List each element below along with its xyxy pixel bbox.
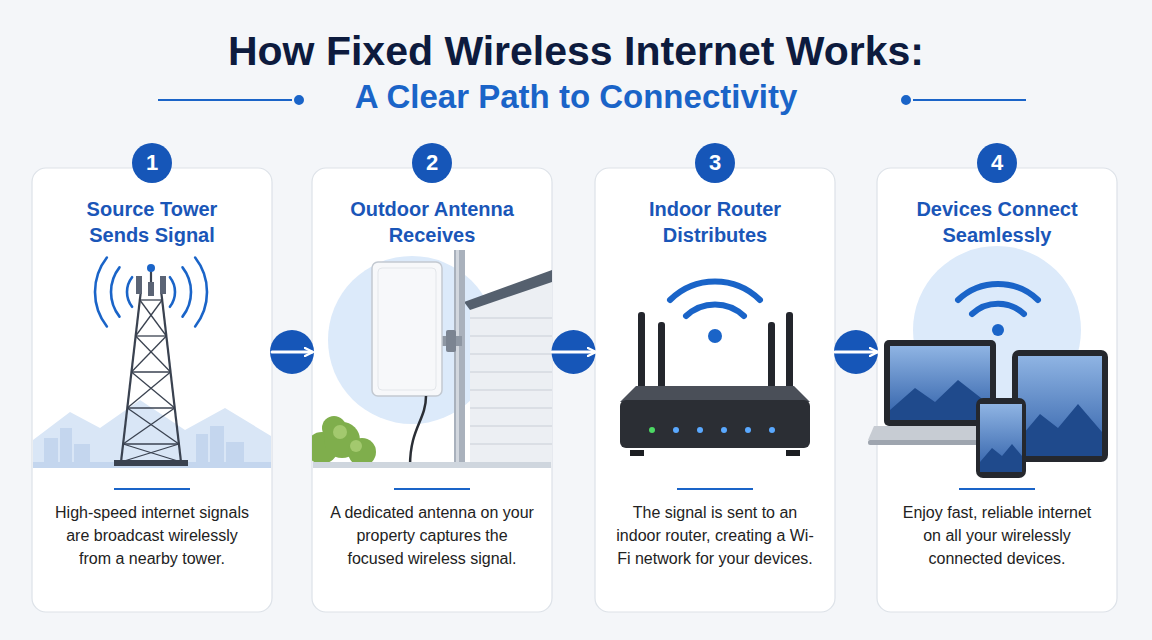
step-heading: Devices Connect Seamlessly [902, 196, 1092, 248]
step-heading: Indoor Router Distributes [620, 196, 810, 248]
callout-number: 4 [977, 143, 1017, 183]
flow-arrow [835, 351, 877, 354]
devices-illustration [868, 246, 1108, 478]
callout-number: 2 [412, 143, 452, 183]
step-card: 1Source Tower Sends SignalHigh-speed int… [32, 168, 272, 612]
arrow-badge [834, 330, 878, 374]
arrow-badge [552, 330, 596, 374]
step-card: 4Devices Connect SeamlesslyEnjoy fast, r… [877, 168, 1117, 612]
step-number: 2 [412, 143, 452, 183]
flow-arrow [272, 351, 312, 354]
router-illustration [620, 282, 810, 456]
divider-rule [114, 488, 1035, 490]
callout-number: 1 [132, 143, 172, 183]
card-ground [32, 168, 1117, 612]
arrow-badge [270, 330, 314, 374]
tower-illustration [33, 258, 271, 468]
step-description: The signal is sent to an indoor router, … [613, 501, 817, 571]
step-heading: Outdoor Antenna Receives [337, 196, 527, 248]
step-card: 3Indoor Router DistributesThe signal is … [595, 168, 835, 612]
step-card: 2Outdoor Antenna ReceivesA dedicated ant… [312, 168, 552, 612]
step-number: 4 [977, 143, 1017, 183]
step-number: 3 [695, 143, 735, 183]
step-description: A dedicated antenna on your property cap… [330, 501, 534, 571]
step-number: 1 [132, 143, 172, 183]
antenna-illustration [312, 250, 552, 468]
flow-arrow [552, 351, 595, 354]
step-description: Enjoy fast, reliable internet on all you… [895, 501, 1099, 571]
step-description: High-speed internet signals are broadcas… [50, 501, 254, 571]
step-heading: Source Tower Sends Signal [57, 196, 247, 248]
callout-number: 3 [695, 143, 735, 183]
subtitle: A Clear Path to Connectivity [0, 78, 1152, 116]
title: How Fixed Wireless Internet Works: [0, 28, 1152, 75]
